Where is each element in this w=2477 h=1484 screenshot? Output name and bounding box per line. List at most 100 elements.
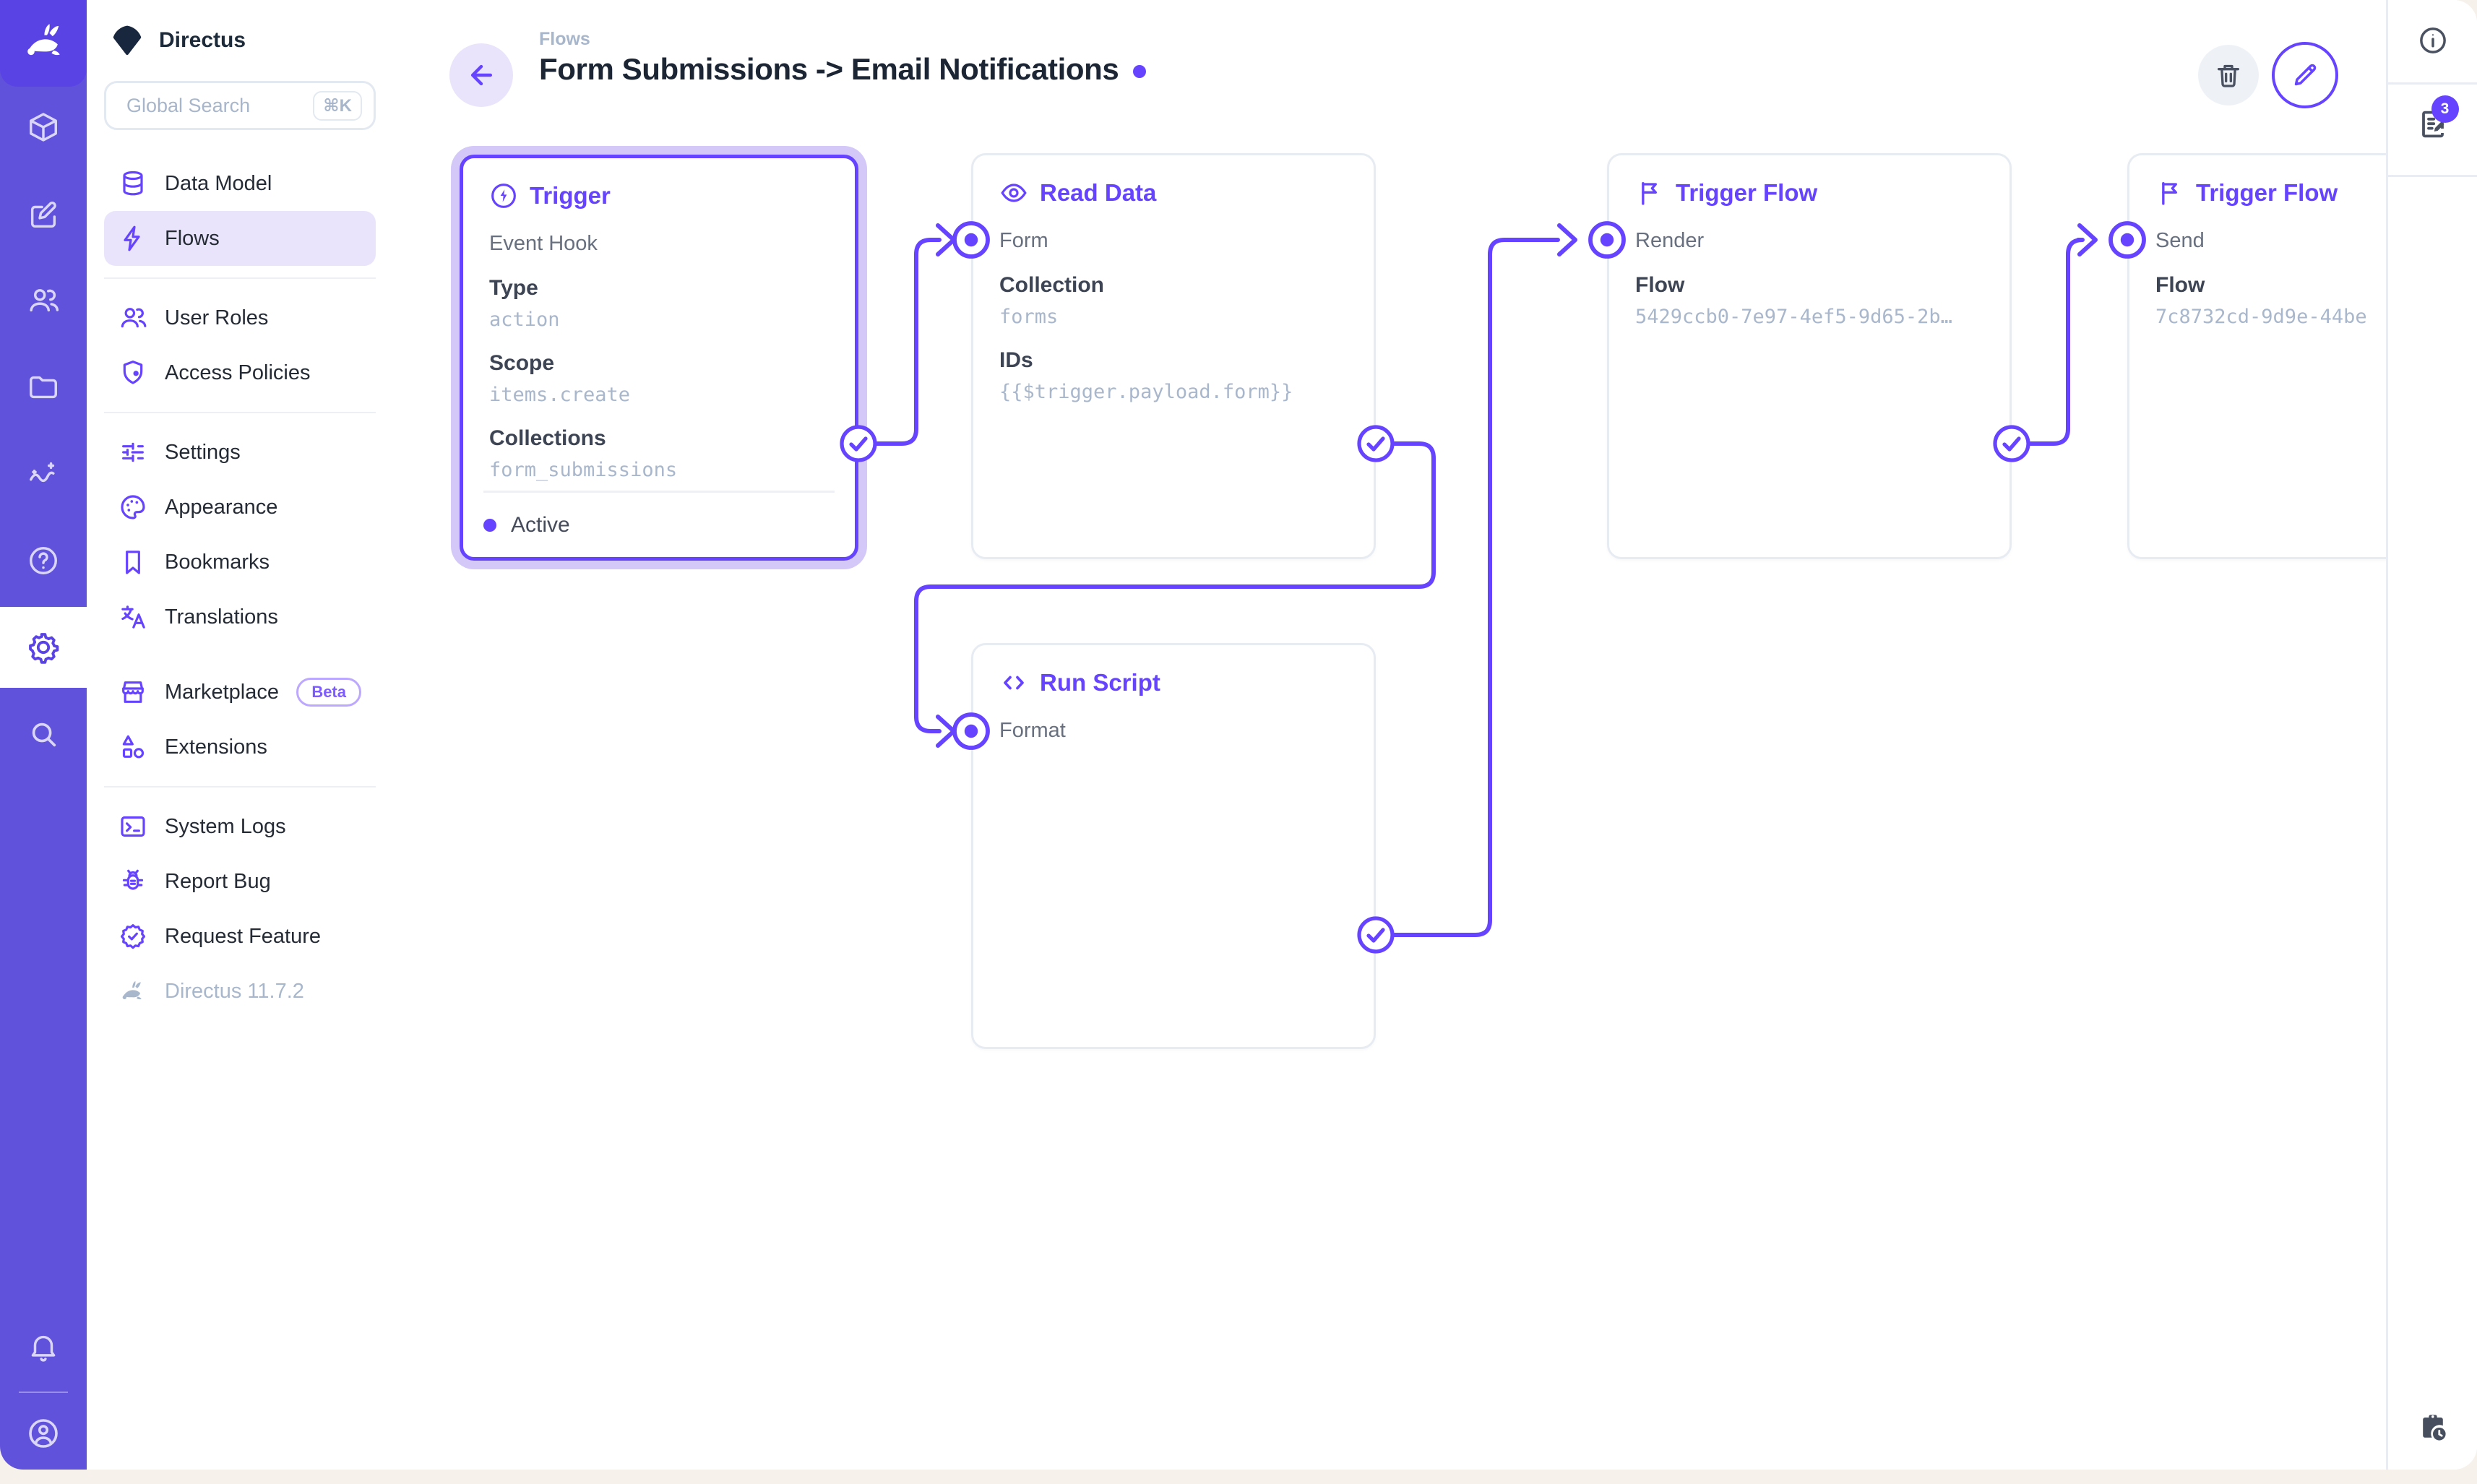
field-label: Collection bbox=[999, 273, 1105, 297]
field-label: Flow bbox=[2155, 273, 2205, 297]
flow-panel-trigger-flow-render[interactable]: Trigger Flow Render Flow 5429ccb0-7e97-4… bbox=[1607, 153, 2012, 559]
field-label: Type bbox=[489, 276, 538, 300]
code-icon bbox=[999, 668, 1028, 697]
panel-title: Trigger bbox=[530, 182, 611, 209]
panel-subtitle: Render bbox=[1635, 229, 1705, 252]
sidebar-item-access-policies[interactable]: Access Policies bbox=[104, 345, 376, 400]
project-logo-icon bbox=[110, 23, 145, 58]
search-shortcut-badge: ⌘K bbox=[313, 90, 362, 121]
module-help-icon[interactable] bbox=[12, 529, 75, 592]
shield-icon bbox=[119, 358, 147, 387]
info-button[interactable] bbox=[2401, 9, 2465, 72]
panel-subtitle: Send bbox=[2155, 229, 2205, 252]
logs-button[interactable]: 3 bbox=[2401, 92, 2465, 156]
sidebar-item-label: Translations bbox=[165, 605, 278, 629]
active-module-indicator bbox=[0, 607, 87, 688]
module-search-icon[interactable] bbox=[12, 702, 75, 766]
sidebar-item-report-bug[interactable]: Report Bug bbox=[104, 854, 376, 909]
flow-panel-trigger[interactable]: Trigger Event Hook Type action Scope ite… bbox=[460, 155, 858, 561]
back-button[interactable] bbox=[449, 43, 513, 107]
sidebar-item-marketplace[interactable]: Marketplace Beta bbox=[104, 665, 376, 720]
sidebar-item-label: Marketplace bbox=[165, 680, 279, 704]
search-placeholder: Global Search bbox=[126, 94, 251, 116]
field-label: IDs bbox=[999, 348, 1033, 372]
sidebar-item-label: Appearance bbox=[165, 495, 278, 519]
right-rail-divider bbox=[2388, 82, 2477, 85]
rail-divider bbox=[19, 1392, 68, 1393]
field-label: Scope bbox=[489, 351, 555, 375]
module-bar bbox=[0, 0, 87, 1470]
nav-divider bbox=[104, 277, 376, 279]
module-settings-icon[interactable] bbox=[12, 616, 75, 679]
panel-title: Read Data bbox=[1040, 179, 1157, 206]
pending-revisions-button[interactable] bbox=[2401, 1396, 2465, 1459]
field-label: Collections bbox=[489, 426, 606, 450]
field-value: 7c8732cd-9d9e-44be bbox=[2155, 306, 2367, 328]
field-value: items.create bbox=[489, 384, 631, 406]
nav-spacer bbox=[87, 644, 393, 665]
version-info: Directus 11.7.2 bbox=[104, 964, 376, 1019]
sidebar-item-label: Request Feature bbox=[165, 924, 322, 948]
breadcrumb[interactable]: Flows bbox=[539, 29, 590, 49]
notification-count-badge: 3 bbox=[2431, 95, 2459, 123]
notifications-bell-icon[interactable] bbox=[12, 1315, 75, 1379]
nav-list: Data Model Flows User Roles Access Polic… bbox=[87, 156, 393, 1019]
bolt-icon bbox=[119, 224, 147, 253]
nav-divider bbox=[104, 786, 376, 788]
right-sidebar: 3 bbox=[2386, 0, 2477, 1470]
module-content-icon[interactable] bbox=[12, 95, 75, 159]
sidebar-item-flows[interactable]: Flows bbox=[104, 211, 376, 266]
project-header[interactable]: Directus bbox=[87, 0, 393, 58]
module-editor-icon[interactable] bbox=[12, 184, 75, 247]
bug-icon bbox=[119, 867, 147, 896]
seal-check-icon bbox=[119, 922, 147, 951]
directus-logo-tile[interactable] bbox=[0, 0, 87, 87]
trigger-bolt-icon bbox=[489, 181, 518, 210]
field-value: action bbox=[489, 309, 560, 331]
database-icon bbox=[119, 169, 147, 198]
edit-flow-button[interactable] bbox=[2272, 42, 2338, 108]
panel-subtitle: Format bbox=[999, 719, 1066, 742]
sidebar-item-request-feature[interactable]: Request Feature bbox=[104, 909, 376, 964]
sidebar-item-settings[interactable]: Settings bbox=[104, 425, 376, 480]
sidebar-item-label: Data Model bbox=[165, 171, 272, 195]
shapes-icon bbox=[119, 733, 147, 762]
sidebar-item-label: Access Policies bbox=[165, 361, 311, 384]
unsaved-indicator-dot bbox=[1133, 65, 1147, 78]
bookmark-icon bbox=[119, 548, 147, 577]
sidebar-item-translations[interactable]: Translations bbox=[104, 590, 376, 644]
sidebar-item-label: Extensions bbox=[165, 735, 267, 759]
active-status-label: Active bbox=[511, 512, 570, 537]
sidebar-item-extensions[interactable]: Extensions bbox=[104, 720, 376, 775]
panel-title: Trigger Flow bbox=[2196, 179, 2338, 206]
terminal-icon bbox=[119, 812, 147, 841]
delete-flow-button[interactable] bbox=[2198, 45, 2259, 105]
active-status-dot bbox=[483, 518, 496, 532]
pencil-icon bbox=[2291, 61, 2319, 90]
panel-subtitle: Event Hook bbox=[489, 232, 598, 255]
beta-badge: Beta bbox=[296, 678, 361, 707]
sidebar-item-data-model[interactable]: Data Model bbox=[104, 156, 376, 211]
sidebar-item-bookmarks[interactable]: Bookmarks bbox=[104, 535, 376, 590]
sidebar-item-appearance[interactable]: Appearance bbox=[104, 480, 376, 535]
module-users-icon[interactable] bbox=[12, 269, 75, 332]
sidebar-item-label: System Logs bbox=[165, 814, 286, 838]
global-search-input[interactable]: Global Search ⌘K bbox=[104, 81, 376, 130]
trash-icon bbox=[2214, 61, 2243, 90]
sidebar-item-label: Flows bbox=[165, 226, 220, 250]
project-name: Directus bbox=[159, 28, 246, 52]
sidebar-item-user-roles[interactable]: User Roles bbox=[104, 290, 376, 345]
eye-icon bbox=[999, 178, 1028, 207]
module-files-icon[interactable] bbox=[12, 355, 75, 419]
panel-title: Trigger Flow bbox=[1676, 179, 1818, 206]
sidebar-item-label: Settings bbox=[165, 440, 241, 464]
module-insights-icon[interactable] bbox=[12, 442, 75, 506]
people-icon bbox=[119, 303, 147, 332]
flow-panel-run-script[interactable]: Run Script Format bbox=[971, 643, 1376, 1049]
sidebar-item-system-logs[interactable]: System Logs bbox=[104, 799, 376, 854]
flow-panel-read-data[interactable]: Read Data Form Collection forms IDs {{$t… bbox=[971, 153, 1376, 559]
flow-canvas[interactable]: Flows Form Submissions -> Email Notifica… bbox=[393, 0, 2477, 1470]
user-avatar-icon[interactable] bbox=[12, 1402, 75, 1465]
panel-title: Run Script bbox=[1040, 669, 1160, 696]
